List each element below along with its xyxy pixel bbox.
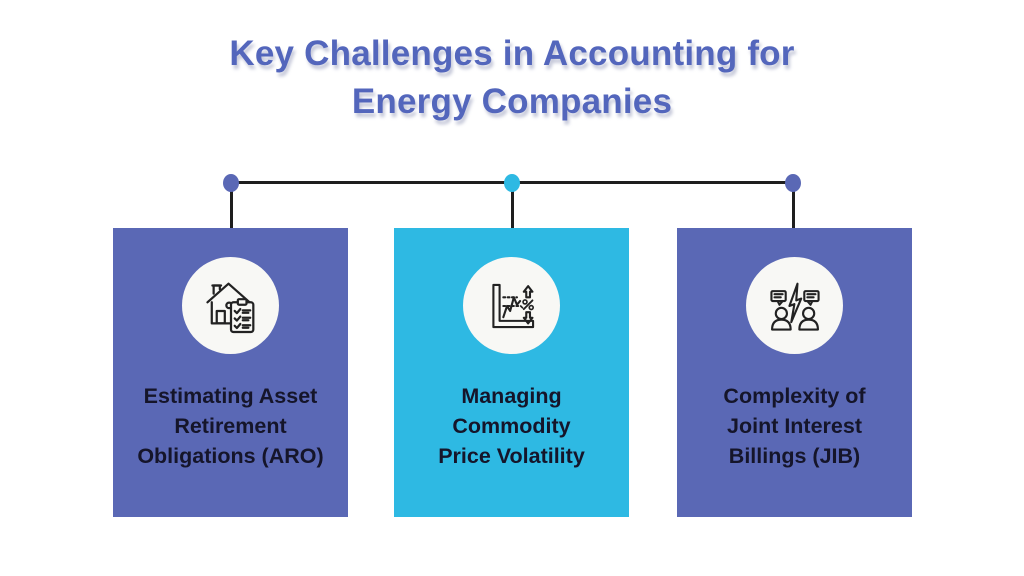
connector-dot-center — [504, 174, 520, 192]
card-jib-line2: Joint Interest — [727, 414, 862, 438]
connector-stub-left — [230, 183, 233, 229]
connector-stub-center — [511, 183, 514, 229]
card-jib-label: Complexity of Joint Interest Billings (J… — [723, 381, 865, 471]
price-volatility-chart-icon — [481, 275, 543, 337]
connector-dot-right — [785, 174, 801, 192]
card-jib: Complexity of Joint Interest Billings (J… — [677, 228, 912, 517]
card-aro-line2: Retirement — [174, 414, 287, 438]
card-aro-line1: Estimating Asset — [143, 384, 318, 408]
card-commodity-line1: Managing — [461, 384, 562, 408]
card-commodity-label: Managing Commodity Price Volatility — [438, 381, 585, 471]
card-aro: Estimating Asset Retirement Obligations … — [113, 228, 348, 517]
dispute-people-icon — [764, 275, 826, 337]
page-title-line1: Key Challenges in Accounting for — [229, 34, 795, 73]
connector-dot-left — [223, 174, 239, 192]
card-jib-line1: Complexity of — [723, 384, 866, 408]
page-title: Key Challenges in Accounting for Energy … — [0, 30, 1024, 126]
icon-circle — [463, 257, 560, 354]
house-checklist-icon — [200, 275, 262, 337]
connector-stub-right — [792, 183, 795, 229]
card-aro-line3: Obligations (ARO) — [137, 444, 324, 468]
card-jib-line3: Billings (JIB) — [728, 444, 861, 468]
icon-circle — [746, 257, 843, 354]
card-aro-label: Estimating Asset Retirement Obligations … — [137, 381, 323, 471]
card-commodity: Managing Commodity Price Volatility — [394, 228, 629, 517]
page-title-line2: Energy Companies — [351, 82, 673, 121]
card-commodity-line2: Commodity — [452, 414, 571, 438]
icon-circle — [182, 257, 279, 354]
card-commodity-line3: Price Volatility — [438, 444, 585, 468]
